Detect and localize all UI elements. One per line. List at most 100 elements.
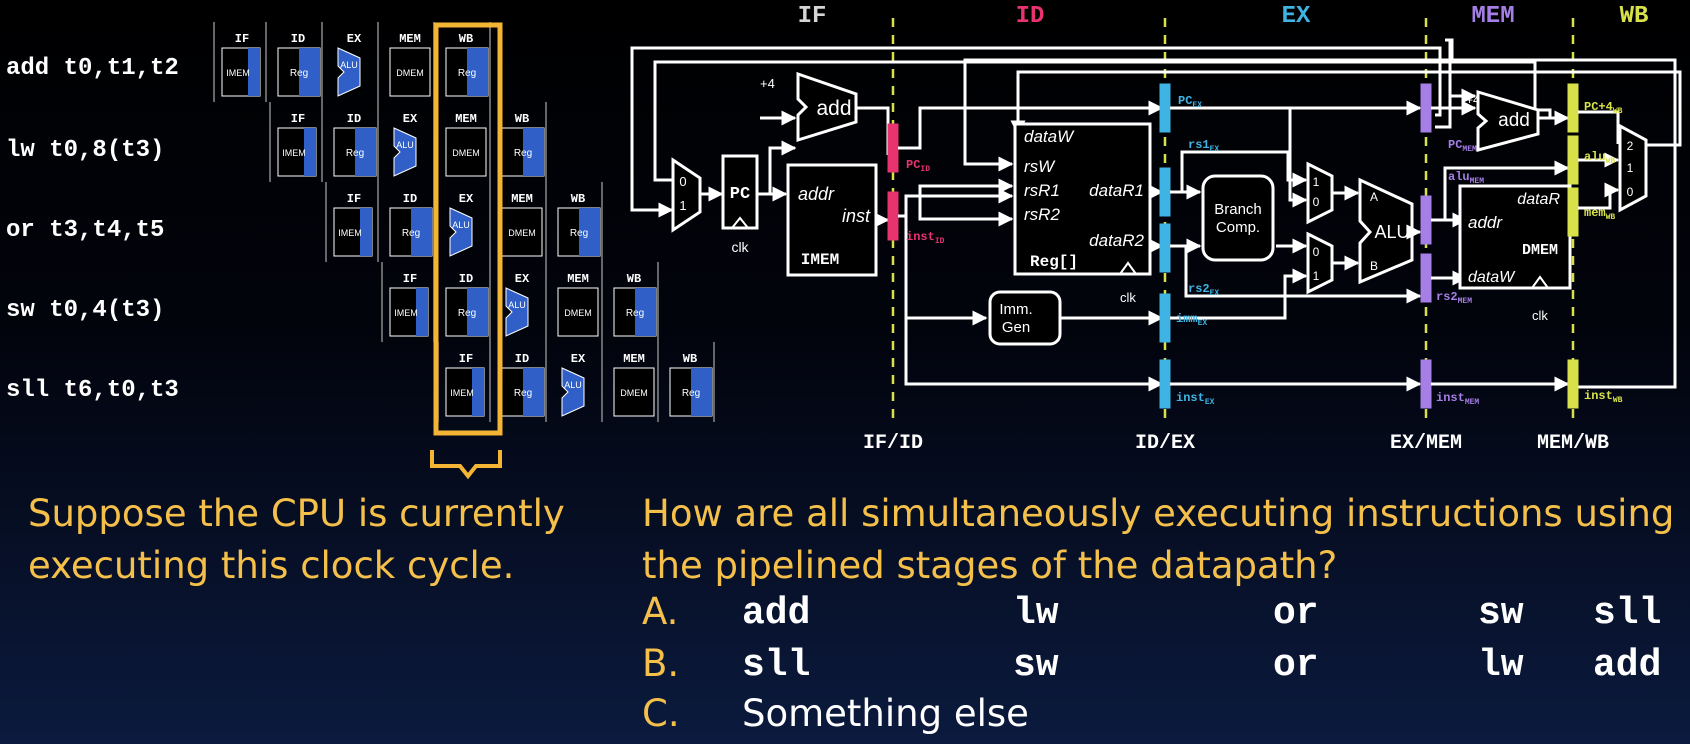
option-c-text: Something else	[742, 692, 1029, 735]
sig-pc-id: PCID	[906, 158, 930, 174]
option-b-item-5: add	[1593, 644, 1662, 687]
reg-unit-fill	[523, 368, 544, 416]
if-id-reg-pc	[887, 123, 899, 173]
option-a-item-3: or	[1273, 592, 1319, 635]
id-ex-reg-rs1	[1159, 167, 1171, 217]
dmem-unit	[501, 207, 543, 257]
option-b-item-3: or	[1273, 644, 1319, 687]
alu-block	[1358, 177, 1414, 285]
imem-unit-label: IMEM	[394, 308, 418, 318]
option-a-item-2: lw	[1013, 592, 1059, 635]
sig-inst-mem: instMEM	[1436, 391, 1479, 407]
reg-title: Reg[]	[1030, 253, 1078, 271]
reg-unit-label: Reg	[458, 308, 476, 319]
amux-0: 0	[1313, 195, 1320, 209]
stage-header-id: ID	[1016, 3, 1045, 30]
stage-label-id: ID	[403, 192, 417, 206]
imem-unit-fill	[304, 128, 316, 176]
imem-inst: inst	[842, 206, 871, 226]
reg-unit-fill	[691, 368, 712, 416]
mem-add-label: add	[1498, 110, 1530, 131]
alu-label: ALU	[1374, 222, 1409, 242]
imem-unit-label: IMEM	[282, 148, 306, 158]
imem-unit-fill	[248, 48, 260, 96]
reg-unit-fill	[355, 128, 376, 176]
reg-unit-label: Reg	[458, 68, 476, 79]
sig-rs2-mem: rs2MEM	[1436, 290, 1472, 306]
wbmux-0: 0	[1627, 185, 1634, 199]
imem-unit-fill	[360, 208, 372, 256]
register-file	[1013, 122, 1152, 276]
alu-unit-label: ALU	[396, 140, 414, 150]
instruction-sw: sw t0,4(t3)	[6, 297, 165, 324]
mem-wb-reg-alu	[1567, 135, 1579, 185]
sig-inst-ex: instEX	[1176, 391, 1215, 407]
reg-unit-label: Reg	[402, 228, 420, 239]
reg-unit-label: Reg	[290, 68, 308, 79]
option-a-item-4: sw	[1478, 592, 1524, 635]
alu-unit-label: ALU	[564, 380, 582, 390]
stage-label-mem: MEM	[511, 192, 533, 206]
alu-unit-label: ALU	[452, 220, 470, 230]
mem-wb-reg-pc4	[1567, 83, 1579, 133]
ex-mem-reg-alu	[1420, 195, 1432, 245]
imem-unit-label: IMEM	[338, 228, 362, 238]
mem-wb-reg-mem	[1567, 187, 1579, 237]
plus4-label: +4	[760, 76, 775, 91]
alu-b-mux	[1306, 231, 1334, 295]
stage-label-if: IF	[235, 32, 249, 46]
mem-wb-reg-inst	[1567, 359, 1579, 409]
wire-writeback-data	[1010, 70, 1682, 147]
imm-gen	[988, 290, 1062, 346]
imem-unit-label: IMEM	[226, 68, 250, 78]
id-ex-reg-rs2	[1159, 223, 1171, 273]
alu-a-label: A	[1370, 190, 1378, 204]
reg-unit-fill	[523, 128, 544, 176]
stage-label-id: ID	[291, 32, 305, 46]
bmux-0: 0	[1313, 245, 1320, 259]
alu-unit	[561, 367, 585, 417]
alu-unit	[393, 127, 417, 177]
dmem-unit	[389, 47, 431, 97]
stage-label-id: ID	[459, 272, 473, 286]
option-b-item-4: lw	[1478, 644, 1524, 687]
option-b-item-2: sw	[1013, 644, 1059, 687]
dmem-unit-label: DMEM	[396, 68, 424, 78]
alu-unit	[449, 207, 473, 257]
branch-comparator	[1201, 174, 1275, 262]
pipeline-timeline: IFIMEMIDRegEXALUMEMDMEMWBRegIFIMEMIDRegE…	[213, 22, 715, 422]
dmem-dataw: dataW	[1468, 269, 1516, 286]
pc-mux	[671, 157, 702, 233]
stage-label-mem: MEM	[567, 272, 589, 286]
immgen-line1: Imm.	[999, 301, 1032, 318]
imem-unit-label: IMEM	[450, 388, 474, 398]
reg-rsr1: rsR1	[1024, 181, 1060, 200]
wbmux-1: 1	[1627, 161, 1634, 175]
if-add-label: add	[816, 97, 851, 120]
dmem-unit	[557, 287, 599, 337]
stage-label-if: IF	[347, 192, 361, 206]
stage-label-mem: MEM	[455, 112, 477, 126]
reg-rsw: rsW	[1024, 157, 1056, 176]
stage-label-if: IF	[403, 272, 417, 286]
highlight-bracket	[430, 450, 502, 480]
option-c-letter: C.	[642, 692, 680, 735]
stage-label-if: IF	[291, 112, 305, 126]
reg-datar1: dataR1	[1089, 181, 1144, 200]
bmux-1: 1	[1313, 269, 1320, 283]
stage-label-wb: WB	[683, 352, 697, 366]
stage-label-ex: EX	[347, 32, 362, 46]
dmem-unit	[613, 367, 655, 417]
stage-label-wb: WB	[627, 272, 641, 286]
option-a-item-5: sll	[1593, 592, 1662, 635]
ex-mem-reg-pc	[1420, 83, 1432, 133]
reg-unit-fill	[467, 288, 488, 336]
sig-pc4-wb: PC+4WB	[1584, 100, 1623, 116]
sig-pc-mem: PCMEM	[1448, 138, 1477, 154]
reg-unit-fill	[635, 288, 656, 336]
wbmux-2: 2	[1627, 139, 1634, 153]
imem-unit-fill	[416, 288, 428, 336]
reg-unit-label: Reg	[626, 308, 644, 319]
stage-header-wb: WB	[1620, 3, 1649, 30]
